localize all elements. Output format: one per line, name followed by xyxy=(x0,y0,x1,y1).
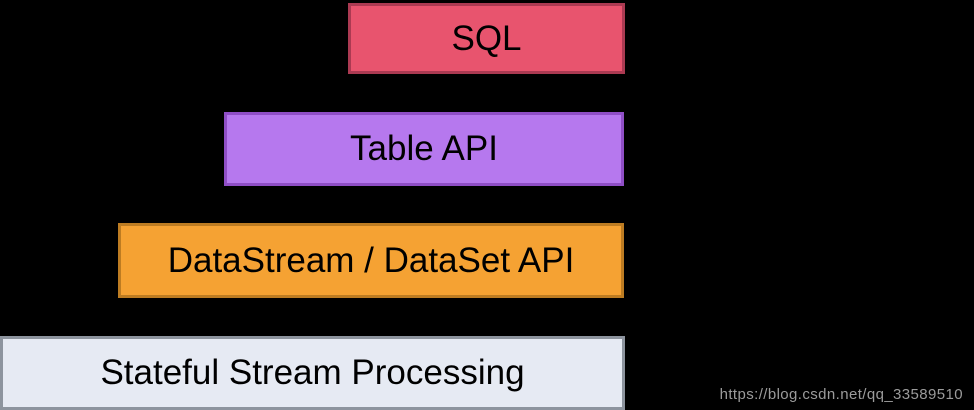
layer-label-datastream-dataset-api: DataStream / DataSet API xyxy=(167,240,575,280)
layer-label-table-api: Table API xyxy=(350,129,498,168)
layer-label-stateful-stream-processing: Stateful Stream Processing xyxy=(100,353,525,392)
layer-box-stateful-stream-processing: Stateful Stream Processing xyxy=(0,336,625,410)
layer-box-sql: SQL xyxy=(348,3,625,74)
layer-box-datastream-dataset-api: DataStream / DataSet API xyxy=(118,223,624,298)
watermark-url: https://blog.csdn.net/qq_33589510 xyxy=(719,386,963,403)
layer-box-table-api: Table API xyxy=(224,112,624,186)
layer-label-sql: SQL xyxy=(451,18,522,58)
